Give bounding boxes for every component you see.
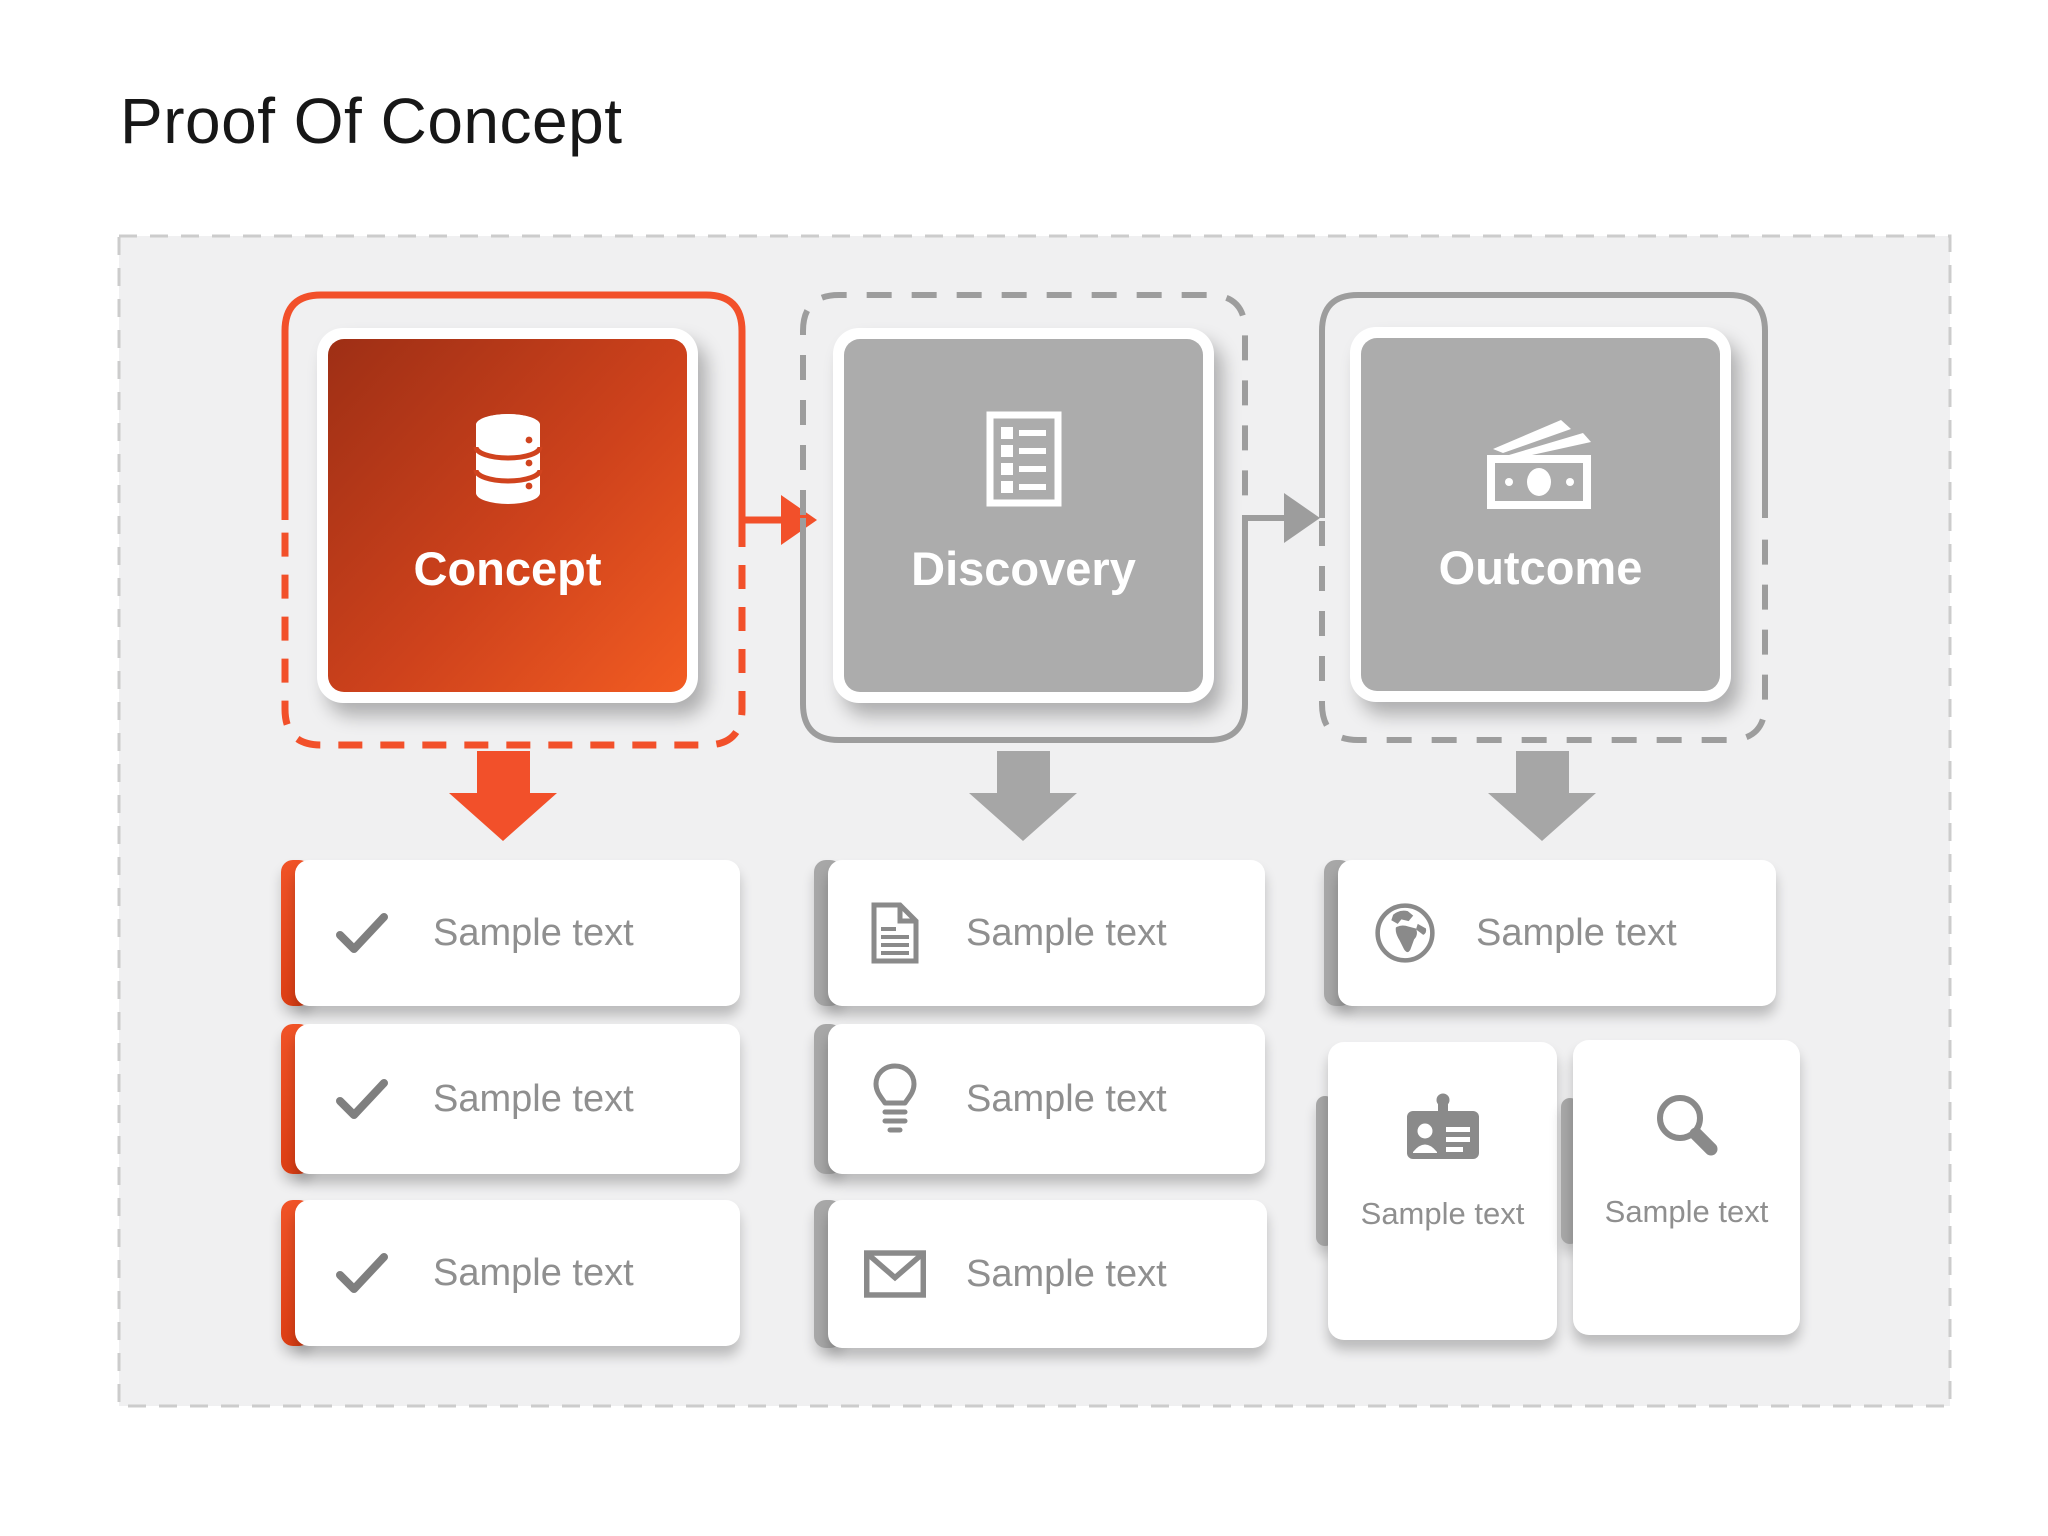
id-card-icon bbox=[1404, 1092, 1482, 1162]
down-arrow-discovery bbox=[969, 751, 1077, 841]
checklist-icon bbox=[986, 409, 1062, 509]
arrow-concept-discovery bbox=[781, 495, 817, 545]
checkmark-icon bbox=[331, 1079, 393, 1119]
concept-outline-solid bbox=[281, 291, 784, 524]
card-label: Sample text bbox=[433, 1077, 634, 1120]
discovery-outline-dashed bbox=[800, 292, 1248, 515]
card-label: Sample text bbox=[966, 1252, 1167, 1295]
outcome-card-2: Sample text bbox=[1328, 1042, 1557, 1340]
card-label: Sample text bbox=[1476, 911, 1677, 954]
concept-card-3: Sample text bbox=[295, 1200, 740, 1346]
stage-label-discovery: Discovery bbox=[911, 542, 1136, 595]
down-arrow-concept bbox=[449, 751, 557, 841]
outcome-card-3: Sample text bbox=[1573, 1040, 1800, 1335]
stage-label-outcome: Outcome bbox=[1438, 541, 1643, 594]
banknotes-icon bbox=[1485, 408, 1597, 509]
card-label: Sample text bbox=[966, 1077, 1167, 1120]
discovery-card-2: Sample text bbox=[828, 1024, 1265, 1174]
card-label: Sample text bbox=[966, 911, 1167, 954]
stage-concept: Concept bbox=[317, 328, 698, 703]
stage-discovery: Discovery bbox=[833, 328, 1214, 703]
concept-card-1: Sample text bbox=[295, 860, 740, 1006]
checkmark-icon bbox=[331, 1253, 393, 1293]
card-label: Sample text bbox=[433, 911, 634, 954]
database-icon bbox=[473, 409, 543, 509]
stage-label-concept: Concept bbox=[413, 542, 602, 595]
discovery-card-3: Sample text bbox=[828, 1200, 1267, 1348]
concept-outline-dashed bbox=[281, 523, 746, 749]
stage-outcome: Outcome bbox=[1350, 327, 1731, 702]
magnifier-icon bbox=[1653, 1090, 1721, 1160]
down-arrow-outcome bbox=[1488, 751, 1596, 841]
envelope-icon bbox=[864, 1248, 926, 1300]
card-label: Sample text bbox=[1360, 1196, 1525, 1231]
outcome-outline-solid bbox=[1319, 292, 1768, 518]
document-icon bbox=[864, 901, 926, 965]
concept-card-2: Sample text bbox=[295, 1024, 740, 1174]
lightbulb-icon bbox=[864, 1063, 926, 1135]
globe-icon bbox=[1374, 899, 1436, 967]
card-label: Sample text bbox=[433, 1251, 634, 1294]
outcome-card-1: Sample text bbox=[1338, 860, 1776, 1006]
outcome-outline-dashed bbox=[1319, 521, 1768, 743]
checkmark-icon bbox=[331, 913, 393, 953]
discovery-card-1: Sample text bbox=[828, 860, 1265, 1006]
page-title: Proof Of Concept bbox=[120, 85, 623, 157]
discovery-outline-solid bbox=[800, 515, 1287, 743]
arrow-discovery-outcome bbox=[1284, 493, 1320, 543]
card-label: Sample text bbox=[1604, 1194, 1769, 1229]
